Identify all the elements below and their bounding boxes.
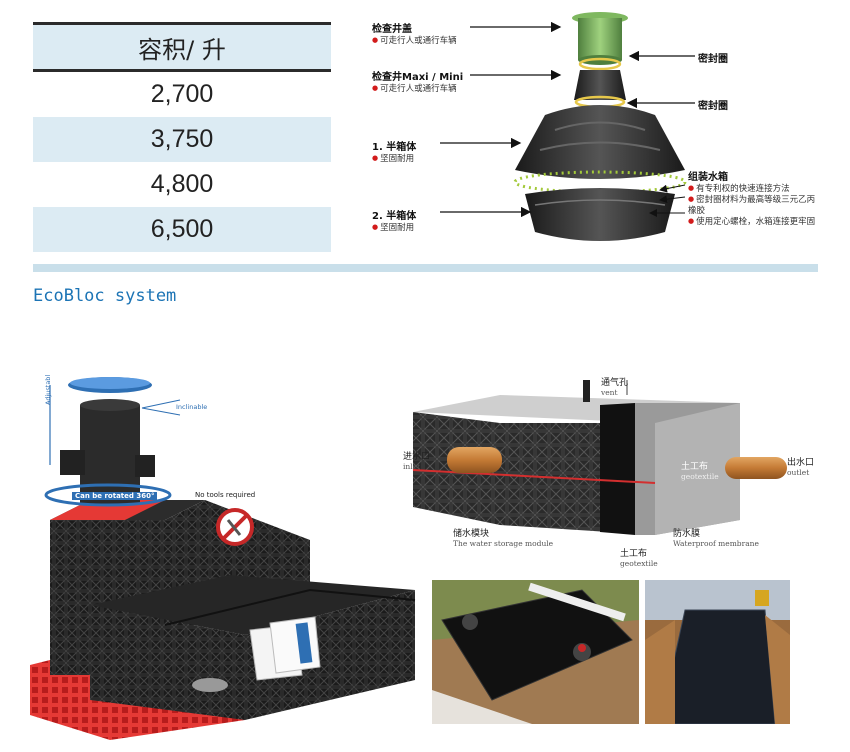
assembled-tank-label: 组装水箱 — [688, 172, 728, 183]
manhole-shaft-label: 检查井Maxi / Mini — [372, 72, 464, 83]
manhole-cover-note: 可走行人或通行车辆 — [372, 34, 457, 46]
module-label: 储水模块 — [453, 529, 490, 539]
rotation-label: Can be rotated 360° — [72, 492, 158, 500]
vent-label-en: vent — [601, 388, 618, 397]
inclinable-label: Inclinable — [176, 403, 208, 411]
inlet-label: 进水口 — [403, 452, 431, 462]
outlet-label: 出水口 — [787, 458, 815, 468]
geotextile-top-label-en: geotextile — [681, 472, 719, 481]
capacity-table: 容积/ 升 2,700 3,750 4,800 6,500 — [33, 22, 331, 252]
no-tools-label: No tools required — [195, 491, 256, 499]
tank-illustration — [440, 12, 695, 241]
half-tank-1-label: 1. 半箱体 — [372, 142, 417, 153]
module-label-en: The water storage module — [453, 539, 554, 548]
capacity-table-header: 容积/ 升 — [33, 22, 331, 72]
outlet-label-en: outlet — [787, 468, 810, 477]
manhole-shaft-note: 可走行人或通行车辆 — [372, 82, 457, 94]
cross-section-diagram: 通气孔 vent 进水口 inlet 出水口 outlet 土工布 geotex… — [395, 375, 825, 575]
geotextile-bottom-label-en: geotextile — [620, 559, 658, 568]
vent-label: 通气孔 — [601, 378, 629, 388]
half-tank-1-note: 坚固耐用 — [372, 152, 414, 164]
capacity-row: 3,750 — [33, 117, 331, 162]
installation-photo-trench — [432, 580, 639, 724]
assembled-note: 有专利权的快速连接方法 — [688, 182, 790, 194]
ecobloc-illustration: Adjustable Inclinable Can be rotated 360… — [30, 375, 420, 740]
capacity-row: 4,800 — [150, 170, 214, 198]
membrane-label-en: Waterproof membrane — [673, 539, 759, 548]
excavation-photo-drawing — [645, 580, 790, 724]
capacity-row: 2,700 — [150, 80, 214, 108]
geotextile-top-label: 土工布 — [681, 462, 709, 472]
manhole-cover-label: 检查井盖 — [372, 24, 412, 35]
membrane-label: 防水膜 — [673, 529, 701, 539]
half-tank-2-note: 坚固耐用 — [372, 221, 414, 233]
capacity-row: 6,500 — [33, 207, 331, 252]
geotextile-bottom-label: 土工布 — [620, 549, 648, 559]
section-divider — [33, 264, 818, 272]
ecobloc-module-drawing — [30, 377, 416, 740]
half-tank-2-label: 2. 半箱体 — [372, 211, 417, 222]
section-title: EcoBloc system — [33, 286, 177, 306]
inlet-label-en: inlet — [403, 462, 421, 471]
installation-photo-excavation — [645, 580, 790, 724]
assembled-note: 使用定心螺栓，水箱连接更牢固 — [688, 216, 823, 228]
trench-photo-drawing — [432, 580, 639, 724]
seal-ring-mid-label: 密封圈 — [698, 101, 728, 112]
adjustable-label: Adjustable — [44, 375, 52, 405]
assembled-note: 密封圈材料为最高等级三元乙丙橡胶 — [688, 194, 823, 217]
tank-exploded-diagram: 检查井盖 可走行人或通行车辆 检查井Maxi / Mini 可走行人或通行车辆 … — [360, 0, 840, 255]
cross-section-drawing — [412, 380, 787, 535]
seal-ring-top-label: 密封圈 — [698, 54, 728, 65]
